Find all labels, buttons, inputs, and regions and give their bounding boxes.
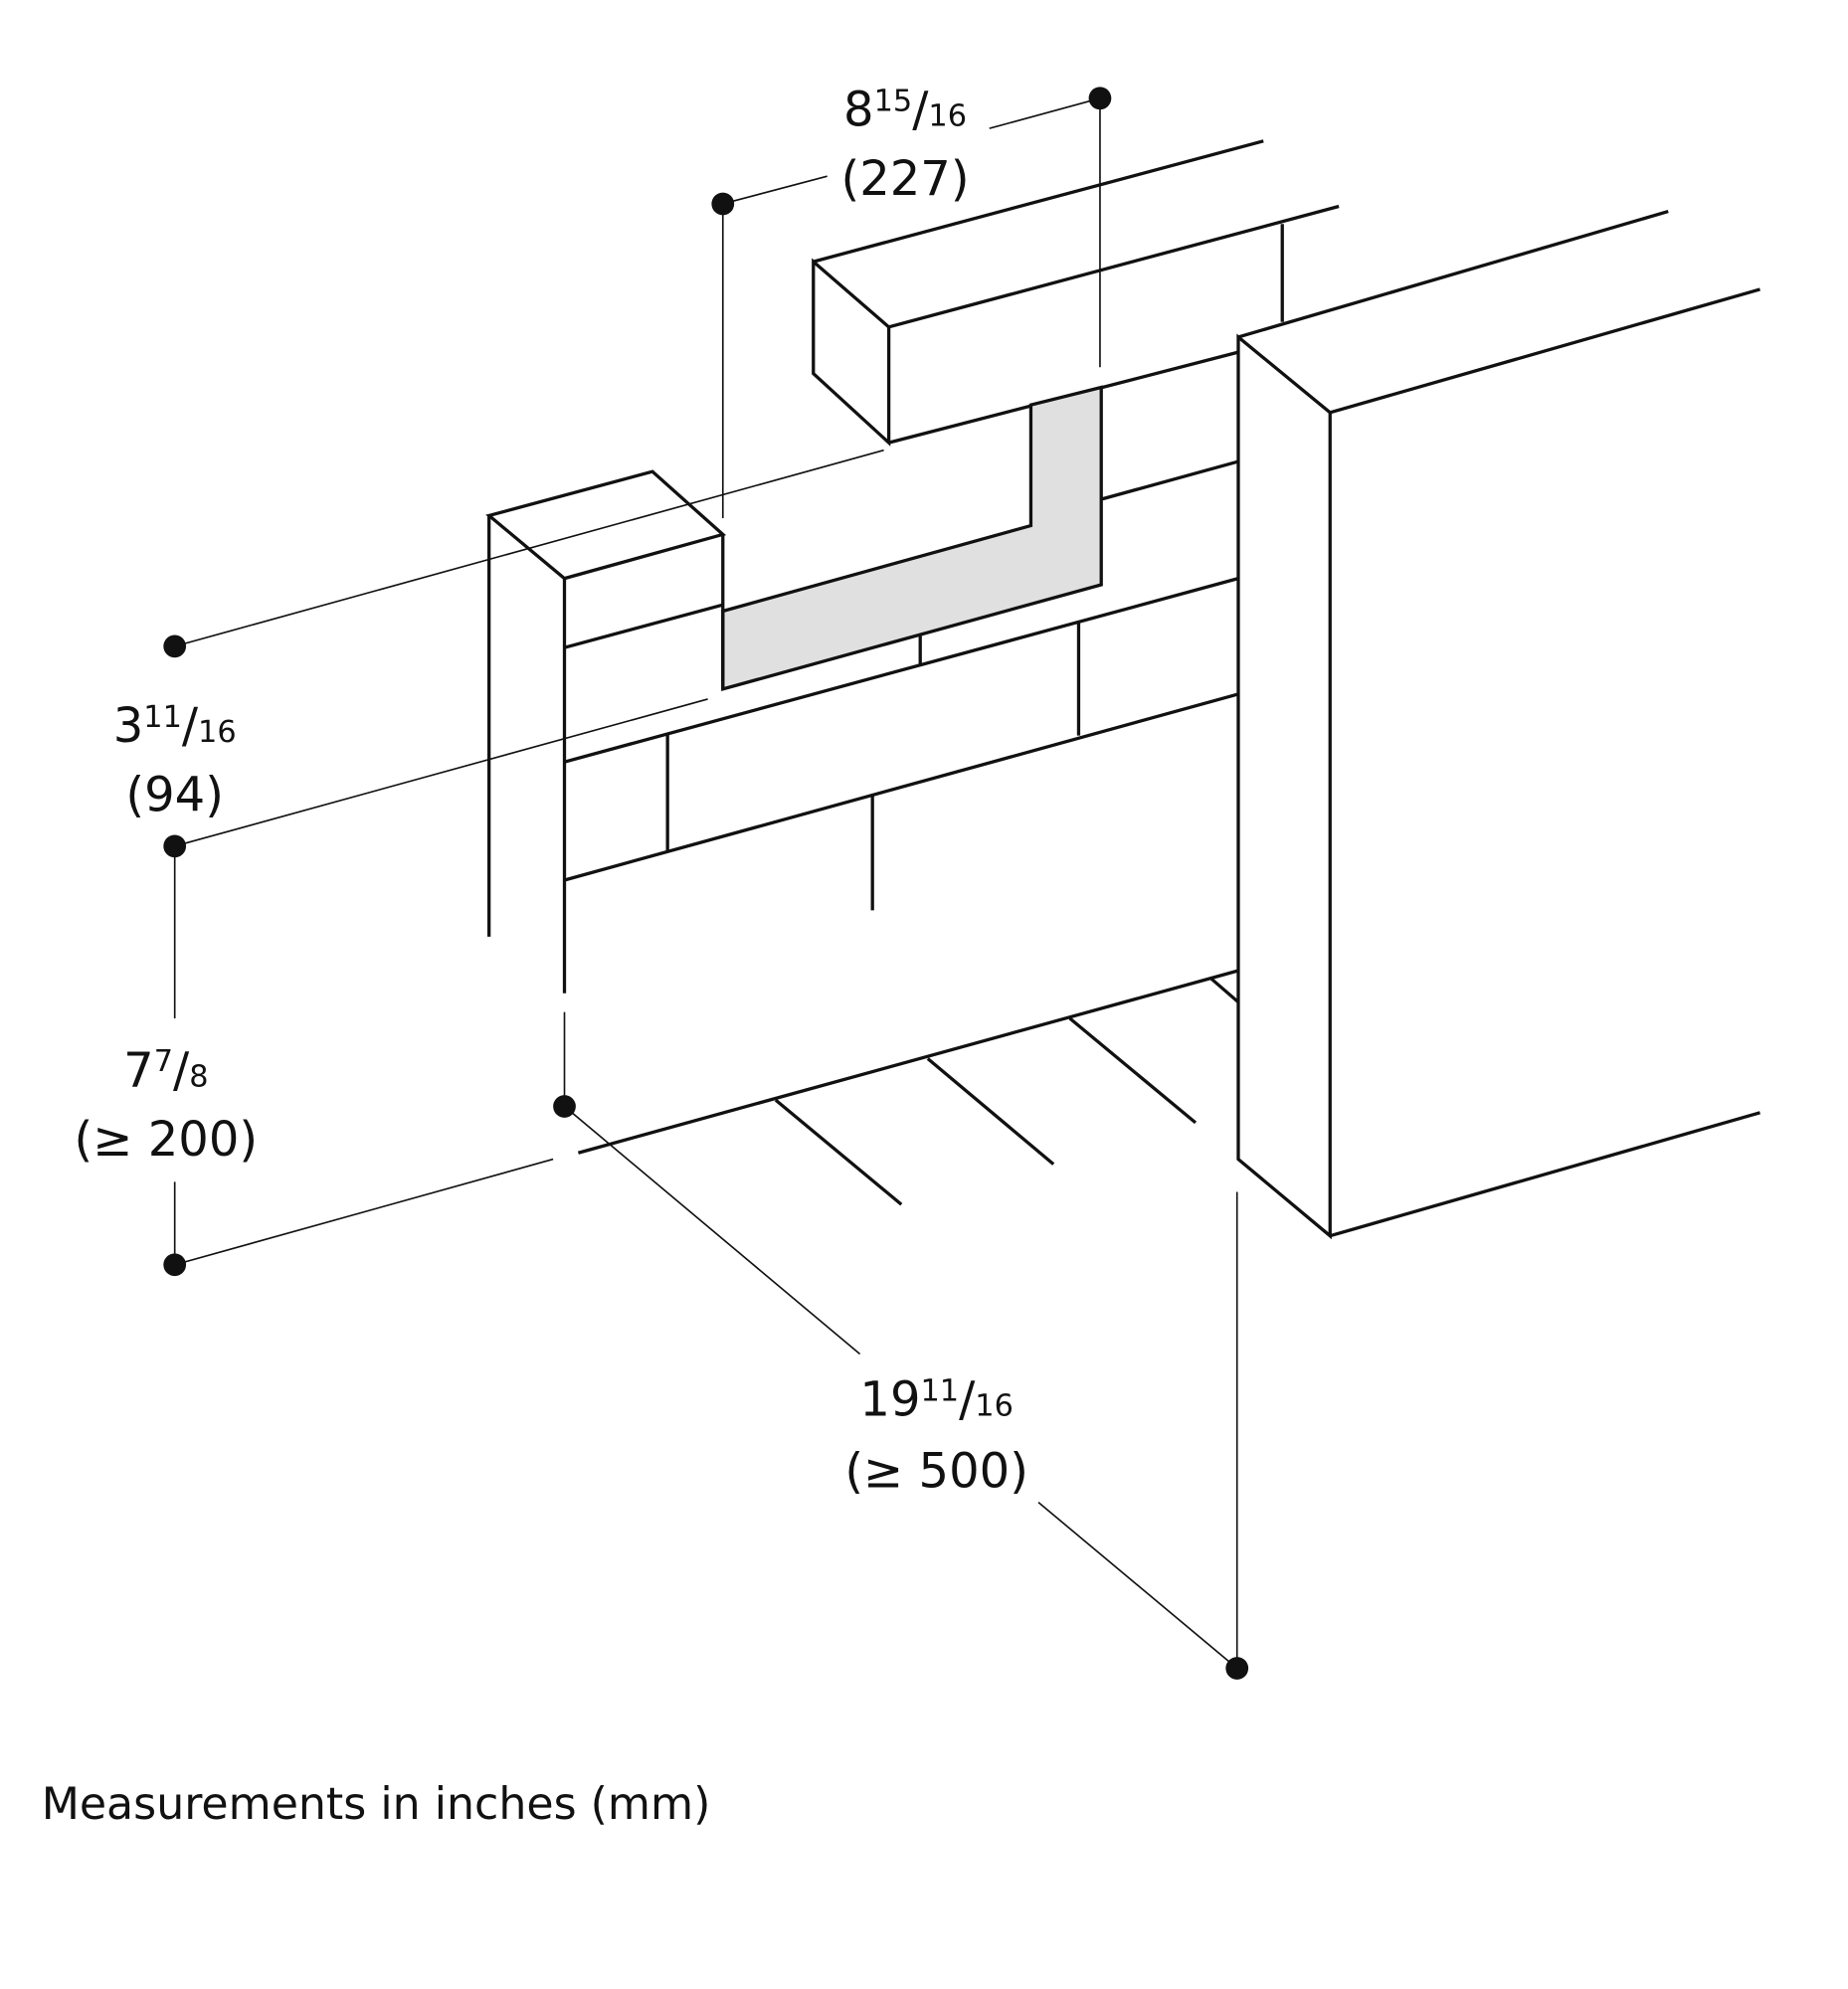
height-inches: 77/8 <box>123 1042 208 1098</box>
floor-lines <box>577 969 1240 1206</box>
wall-lines <box>564 459 1239 911</box>
caption: Measurements in inches (mm) <box>42 1779 711 1830</box>
width-inches: 815/16 <box>843 83 967 138</box>
depth-mm: (94) <box>125 767 224 822</box>
length-mm: (≥ 500) <box>844 1443 1028 1499</box>
dimension-dots <box>163 87 1249 1680</box>
width-mm: (227) <box>840 151 969 207</box>
length-inches: 1911/16 <box>859 1371 1013 1427</box>
dimension-lines <box>173 97 1238 1670</box>
depth-inches: 311/16 <box>113 698 237 754</box>
height-mm: (≥ 200) <box>75 1112 259 1168</box>
side-panel <box>1236 209 1760 1240</box>
cutout-recess <box>721 385 1103 692</box>
